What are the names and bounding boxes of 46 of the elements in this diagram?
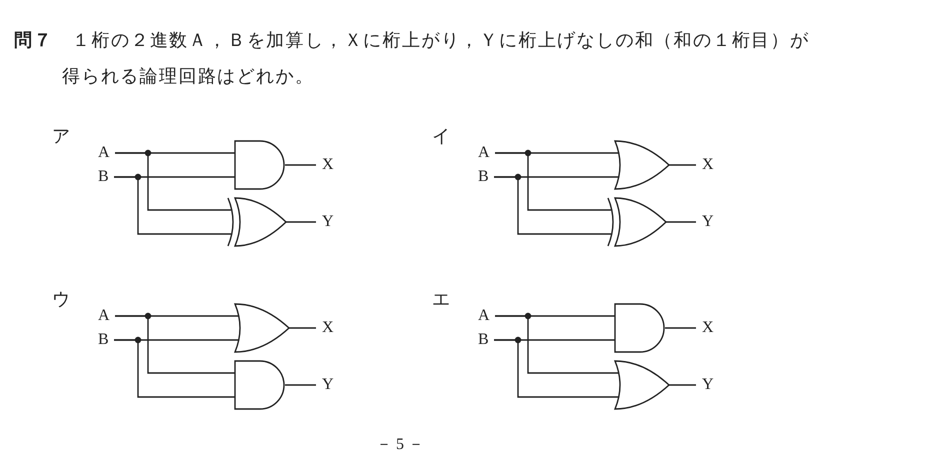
input-label: A: [478, 307, 490, 325]
wire: [494, 339, 619, 398]
wire: [285, 164, 316, 166]
option-label: ア: [52, 126, 70, 146]
wire: [666, 221, 696, 223]
wire: [285, 384, 316, 386]
input-label: A: [98, 144, 110, 162]
input-label: B: [478, 331, 489, 349]
output-label: X: [702, 156, 714, 174]
output-label: Y: [322, 213, 334, 231]
output-label: Y: [702, 376, 714, 394]
question-text: 問７ １桁の２進数Ａ，Ｂを加算し，Ｘに桁上がり，Ｙに桁上げなしの和（和の１桁目）が得られる論理回路はどれか。: [14, 29, 810, 88]
output-label: Y: [702, 213, 714, 231]
output-label: X: [322, 156, 334, 174]
wire: [289, 327, 316, 329]
option-label: ウ: [52, 289, 70, 309]
and-gate-symbol: [614, 303, 666, 353]
input-label: A: [478, 144, 490, 162]
wire: [494, 176, 611, 235]
xor-gate-symbol: [227, 197, 287, 247]
wire: [669, 384, 696, 386]
wire: [495, 152, 611, 211]
output-label: Y: [322, 376, 334, 394]
or-gate-symbol: [614, 360, 670, 410]
or-gate-symbol: [614, 140, 670, 190]
page-number: － 5 －: [376, 436, 424, 454]
wire: [114, 176, 231, 235]
input-label: A: [98, 307, 110, 325]
or-gate-symbol: [234, 303, 290, 353]
wire: [669, 164, 696, 166]
and-gate-symbol: [234, 140, 286, 190]
option-label: エ: [432, 289, 450, 309]
wire: [286, 221, 316, 223]
wire: [665, 327, 696, 329]
option-label: イ: [432, 126, 450, 146]
wire: [114, 339, 235, 398]
wire: [495, 315, 619, 374]
input-label: B: [98, 331, 109, 349]
input-label: B: [478, 168, 489, 186]
output-label: X: [702, 319, 714, 337]
wire: [115, 152, 231, 211]
wire: [115, 315, 235, 374]
input-label: B: [98, 168, 109, 186]
xor-gate-symbol: [607, 197, 667, 247]
output-label: X: [322, 319, 334, 337]
and-gate-symbol: [234, 360, 286, 410]
